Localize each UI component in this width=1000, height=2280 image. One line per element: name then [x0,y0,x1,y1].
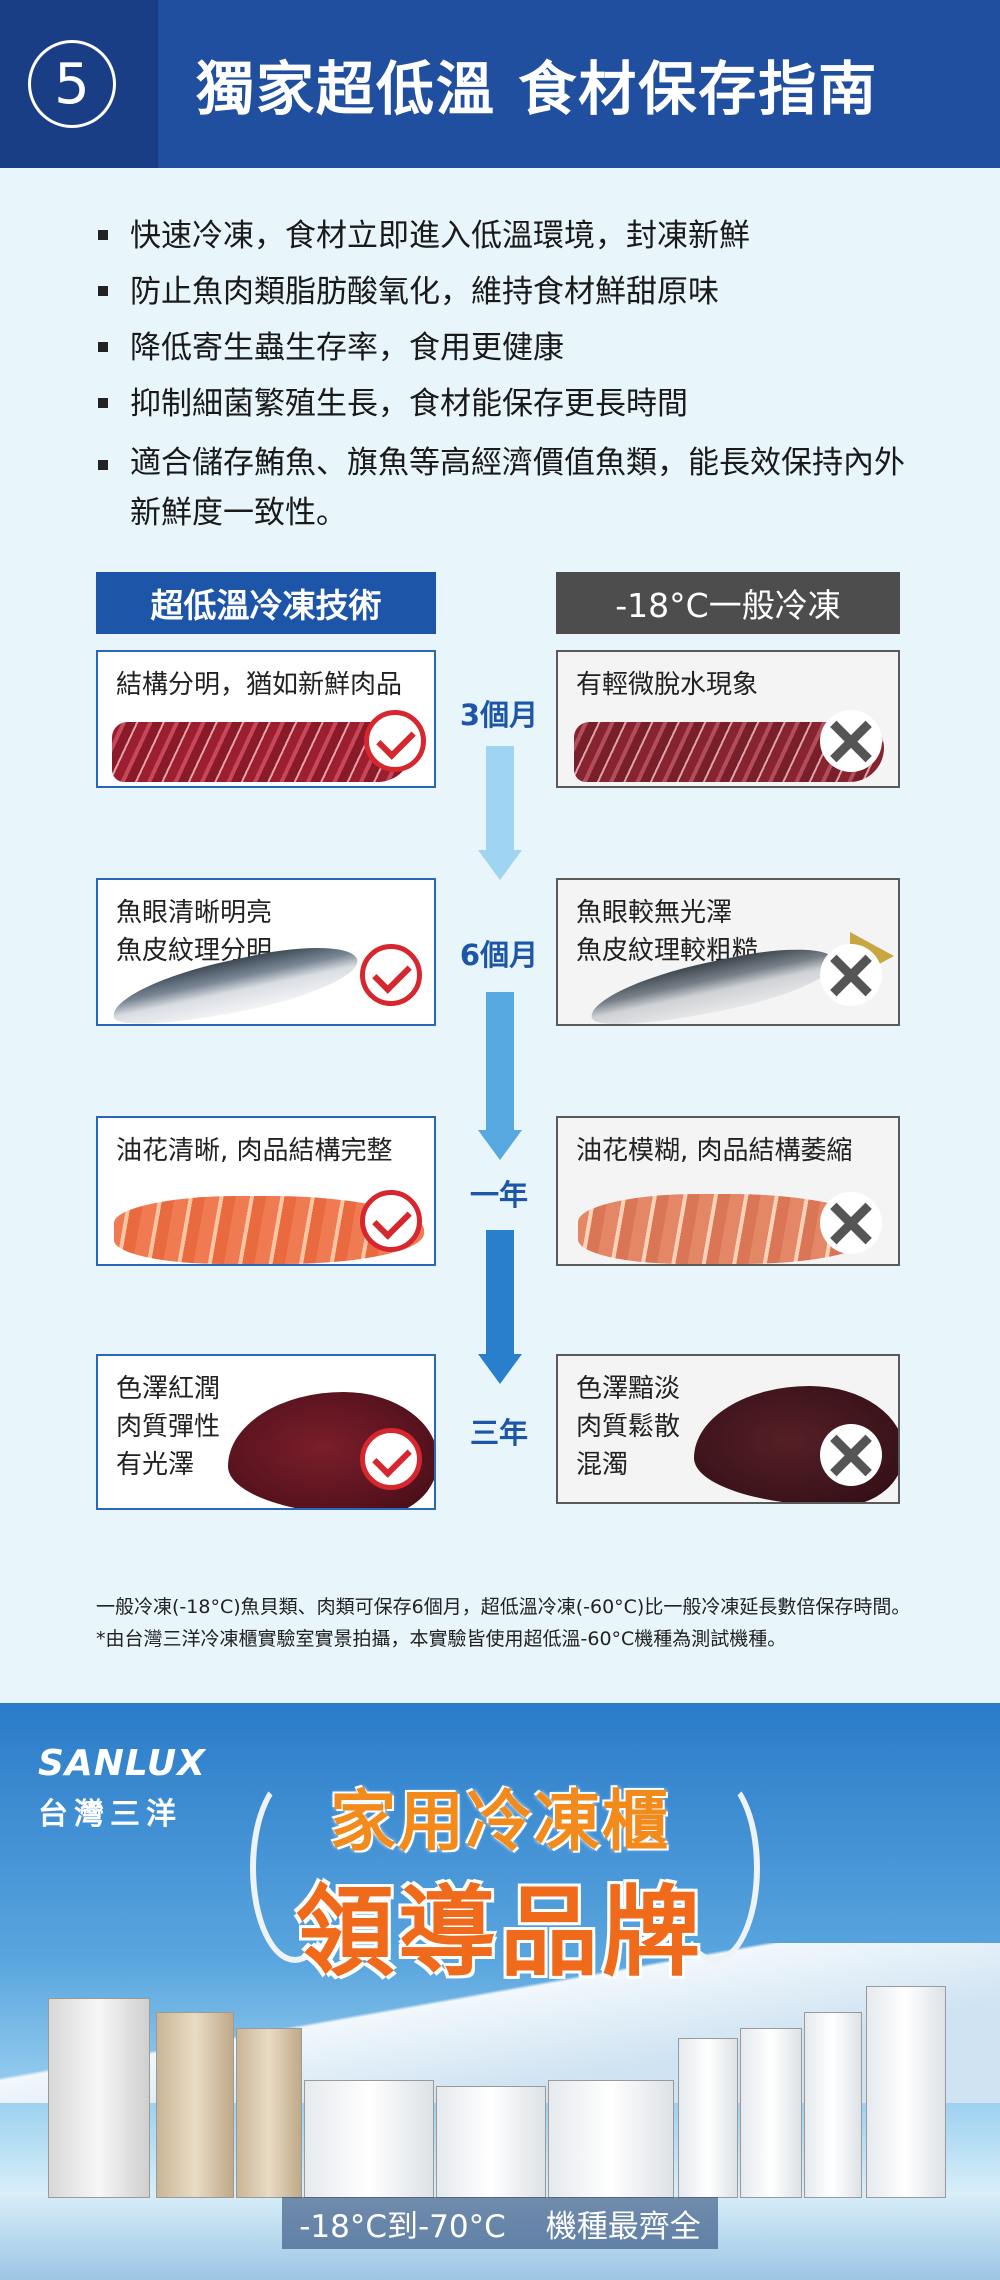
footnote: *由台灣三洋冷凍櫃實驗室實景拍攝，本實驗皆使用超低溫-60°C機種為測試機種。 [96,1628,787,1650]
period-label: 三年 [469,1416,528,1450]
freezer-upright [48,1998,150,2198]
comparison-card-right: 色澤黯淡 肉質鬆散 混濁 [556,1354,900,1504]
cross-circle-icon [820,944,882,1006]
section-number: 5 [28,40,116,128]
feature-item: 抑制細菌繁殖生長，食材能保存更長時間 [96,376,916,432]
page-title: 獨家超低溫 食材保存指南 [196,55,879,123]
timeline-bar [486,992,514,1130]
freezer-upright [236,2028,302,2198]
page-header: 5 獨家超低溫 食材保存指南 [0,0,1000,168]
arrow-down-icon [478,1130,522,1160]
freezer-upright [156,2012,234,2198]
meat-image [112,722,412,782]
ultra-low-column-title: 超低溫冷凍技術 [96,572,436,634]
timeline-bar [486,746,514,850]
timeline-bar [486,1230,514,1354]
card-description: 色澤紅潤 肉質彈性 有光澤 [116,1374,221,1480]
card-description: 結構分明，猶如新鮮肉品 [116,670,403,700]
normal-freeze-column-title: -18°C一般冷凍 [556,572,900,634]
comparison-card-left: 油花清晰, 肉品結構完整 [96,1116,436,1266]
feature-list: 快速冷凍，食材立即進入低溫環境，封凍新鮮 防止魚肉類脂肪酸氧化，維持食材鮮甜原味… [96,208,916,538]
feature-item: 降低寄生蟲生存率，食用更健康 [96,320,916,376]
period-label: 3個月 [459,698,539,732]
comparison-card-right: 有輕微脫水現象 [556,650,900,788]
brand-logo-en: SANLUX [38,1743,206,1784]
slogan-line1: 家用冷凍櫃 [330,1783,670,1860]
chest-freezer [548,2080,674,2198]
footnote: 一般冷凍(-18°C)魚貝類、肉類可保存6個月，超低溫冷凍(-60°C)比一般冷… [96,1596,911,1618]
freezer-upright [866,1986,946,2198]
comparison-card-right: 魚眼較無光澤 魚皮紋理較粗糙 [556,878,900,1026]
comparison-card-left: 色澤紅潤 肉質彈性 有光澤 [96,1354,436,1510]
range-tag: -18°C到-70°C 機種最齊全 [282,2197,718,2249]
feature-item: 適合儲存鮪魚、旗魚等高經濟價值魚類，能長效保持內外 新鮮度一致性。 [96,438,916,538]
laurel-icon [670,1773,760,1963]
chest-freezer [304,2080,434,2198]
section-number-box: 5 [0,0,158,168]
cross-circle-icon [820,1192,882,1254]
period-label: 一年 [469,1178,528,1212]
cross-circle-icon [820,710,882,772]
cross-circle-icon [820,1424,882,1486]
feature-item: 防止魚肉類脂肪酸氧化，維持食材鮮甜原味 [96,264,916,320]
comparison-card-left: 魚眼清晰明亮 魚皮紋理分明 [96,878,436,1026]
chest-freezer [436,2086,546,2198]
arrow-down-icon [478,850,522,880]
tagline: 機種最齊全 [545,2208,701,2245]
freezer-upright [740,2028,802,2198]
check-circle-icon [360,944,422,1006]
comparison-card-right: 油花模糊, 肉品結構萎縮 [556,1116,900,1266]
laurel-icon [250,1773,340,1963]
check-circle-icon [360,1190,422,1252]
check-circle-icon [360,1428,422,1490]
arrow-down-icon [478,1354,522,1384]
feature-item: 快速冷凍，食材立即進入低溫環境，封凍新鮮 [96,208,916,264]
temperature-range: -18°C到-70°C [299,2208,506,2245]
comparison-card-left: 結構分明，猶如新鮮肉品 [96,650,436,788]
brand-logo-zh: 台灣三洋 [38,1797,182,1832]
card-description: 油花清晰, 肉品結構完整 [116,1136,393,1166]
freezer-upright [678,2038,738,2198]
promo-banner: SANLUX 台灣三洋 家用冷凍櫃 領導品牌 -18°C到-70°C 機種最齊全 [0,1703,1000,2280]
check-circle-icon [364,710,426,772]
card-description: 色澤黯淡 肉質鬆散 混濁 [576,1374,681,1480]
slogan-line2: 領導品牌 [295,1876,704,1990]
card-description: 魚眼較無光澤 魚皮紋理較粗糙 [576,898,759,966]
card-description: 有輕微脫水現象 [576,670,759,700]
freezer-upright [804,2012,862,2198]
card-description: 油花模糊, 肉品結構萎縮 [576,1136,853,1166]
period-label: 6個月 [459,938,539,972]
